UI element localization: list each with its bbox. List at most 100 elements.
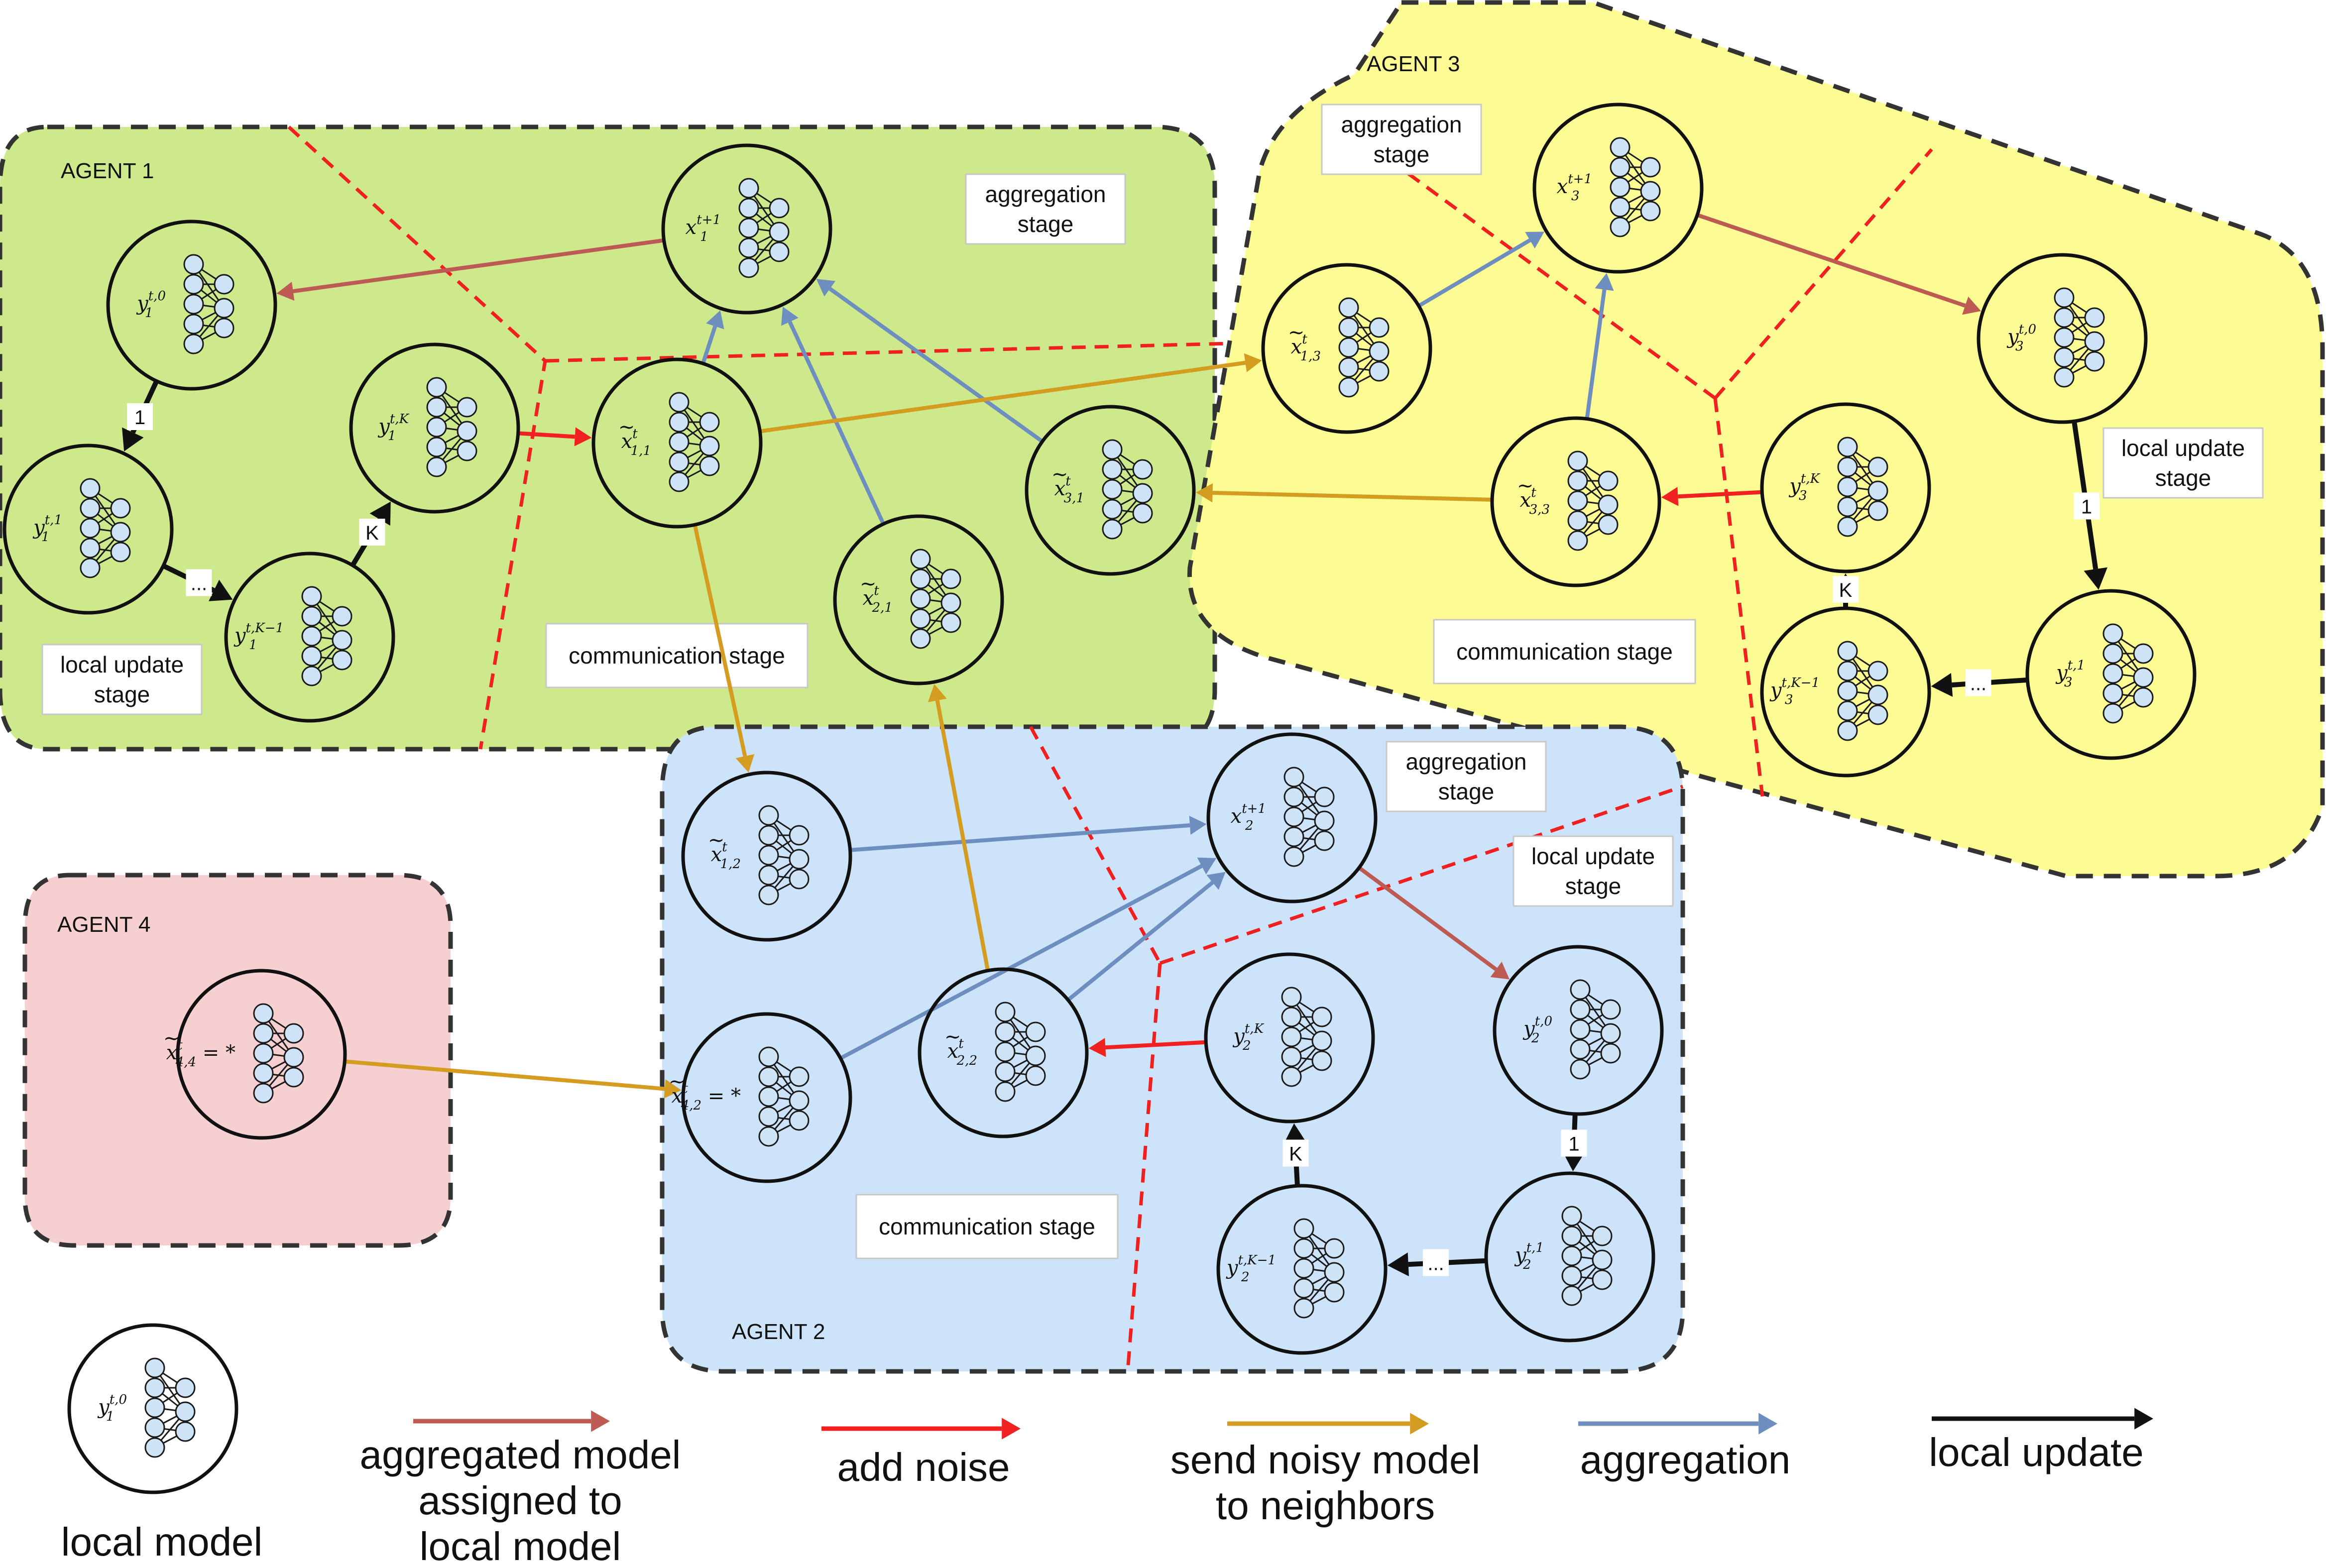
network-icon: [144, 1357, 196, 1458]
assign-arrow-a2_xnew-to-a2_y0: [1358, 866, 1510, 980]
send-arrow-a1_x11-to-a2_x12: [693, 524, 755, 773]
legend-local-model-label: local model: [61, 1520, 263, 1564]
svg-text:K: K: [365, 522, 379, 544]
stage-label: communication stage: [1456, 639, 1673, 665]
aggregate-arrow-a2_x42-to-a2_xnew: [839, 857, 1217, 1060]
edge-label-one: 1: [2074, 492, 2099, 520]
stage-box-a2_aggregation: aggregation stage: [1386, 741, 1547, 812]
aggregate-arrow-a1_x21-to-a1_xnew: [781, 307, 886, 525]
svg-text:...: ...: [1970, 673, 1986, 695]
stage-box-a1_comm: communication stage: [545, 623, 809, 688]
stage-label: communication stage: [569, 643, 785, 669]
edge-label-dots: ...: [186, 569, 212, 596]
svg-text:K: K: [1289, 1143, 1302, 1165]
tilde-accent: ~: [708, 829, 725, 852]
stage-label: aggregation: [1406, 749, 1527, 775]
aggregate-arrow-a2_x22-to-a2_xnew: [1066, 872, 1226, 1002]
legend-item-noise: add noise: [821, 1418, 1021, 1489]
stage-label: local update: [2121, 435, 2245, 461]
tilde-accent: ~: [1517, 474, 1534, 497]
tilde-accent: ~: [1288, 321, 1305, 344]
stage-label: stage: [1018, 211, 1074, 237]
agent-3-label: AGENT 3: [1367, 52, 1460, 76]
edge-label-K: K: [1282, 1139, 1309, 1167]
legend-arrow-send: [1227, 1413, 1429, 1435]
assign-arrow-a3_xnew-to-a3_y0: [1696, 213, 1981, 315]
assign-arrow-a1_xnew-to-a1_y0: [276, 238, 665, 301]
stage-label: stage: [94, 681, 150, 707]
agent-2-label: AGENT 2: [732, 1320, 825, 1344]
svg-text:1: 1: [1568, 1133, 1579, 1155]
svg-text:K: K: [1839, 579, 1853, 601]
legend-label: add noise: [837, 1445, 1010, 1489]
aggregate-arrow-a2_x12-to-a2_xnew: [850, 815, 1207, 852]
tilde-accent: ~: [618, 416, 635, 439]
svg-text:1: 1: [2081, 496, 2092, 518]
legend-label: local update: [1929, 1430, 2143, 1474]
stage-label: aggregation: [985, 181, 1106, 207]
aggregate-arrow-a1_x31-to-a1_xnew: [816, 279, 1044, 444]
aggregate-arrow-a3_x13-to-a3_xnew: [1417, 231, 1544, 308]
legend-label: assigned to: [418, 1478, 622, 1523]
agent-2-region: [660, 724, 1685, 1374]
stage-label: stage: [1438, 779, 1495, 804]
send-arrow-a1_x11-to-a3_x13: [759, 353, 1262, 434]
legend-label: local model: [420, 1524, 621, 1568]
edge-label-K: K: [1833, 576, 1859, 603]
tilde-accent: ~: [1051, 463, 1068, 486]
noise-arrow-a1_yK-to-a1_x11: [518, 427, 592, 447]
legend-arrow-aggregate: [1578, 1413, 1777, 1435]
legend-label: aggregation: [1580, 1438, 1791, 1482]
stage-label: stage: [1565, 873, 1622, 899]
stage-label: stage: [1374, 141, 1430, 167]
noise-arrow-a3_yK-to-a3_x33: [1661, 487, 1762, 506]
stage-box-a2_comm: communication stage: [855, 1194, 1119, 1259]
send-arrow-a4_x44-to-a2_x42: [345, 1059, 682, 1099]
edge-label-one: 1: [1561, 1129, 1587, 1157]
stage-box-a3_comm: communication stage: [1433, 619, 1696, 684]
